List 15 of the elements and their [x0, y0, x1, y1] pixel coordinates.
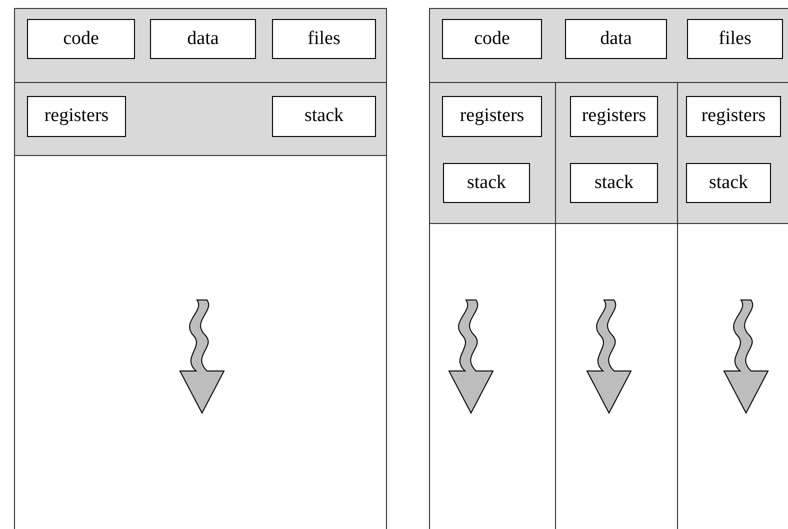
label-box: stack	[570, 163, 658, 203]
process-panel	[14, 8, 387, 529]
label-box: stack	[272, 96, 376, 137]
label-box: files	[272, 19, 376, 59]
label-box: data	[565, 19, 667, 59]
label-box: stack	[686, 163, 771, 203]
label-box: code	[442, 19, 542, 59]
label-box: files	[687, 19, 783, 59]
label-box: stack	[443, 163, 530, 203]
label-box: registers	[27, 96, 126, 137]
label-box: registers	[686, 96, 781, 137]
label-box: registers	[570, 96, 658, 137]
label-box: data	[150, 19, 256, 59]
label-box: code	[27, 19, 135, 59]
label-box: registers	[442, 96, 542, 137]
